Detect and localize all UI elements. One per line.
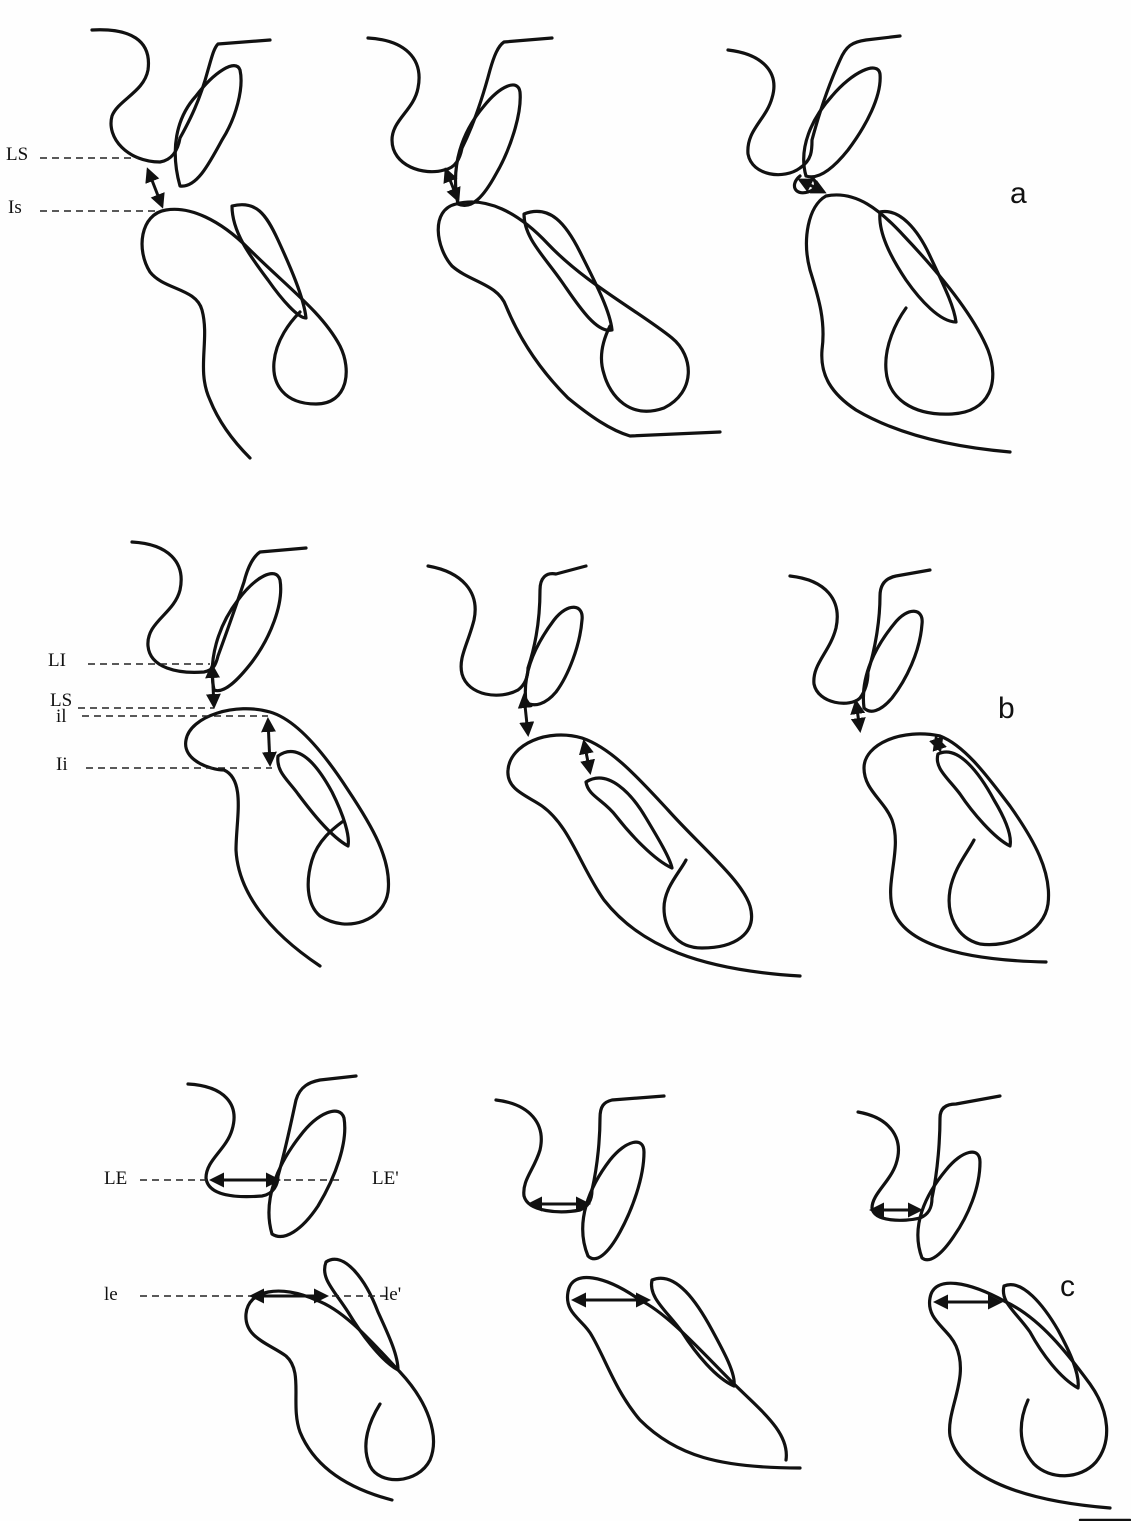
row-a: LS Is a: [6, 30, 1027, 458]
profile-b2: [428, 566, 800, 976]
label-il-b: il: [56, 706, 67, 727]
profile-b1: LI LS il Ii: [48, 542, 389, 966]
label-le-prime-c: LE': [372, 1168, 399, 1189]
row-label-b: b: [998, 692, 1015, 725]
label-le-c: LE: [104, 1168, 127, 1189]
row-label-c: c: [1060, 1270, 1075, 1303]
profile-b3: [790, 570, 1049, 962]
label-ls-a: LS: [6, 144, 28, 165]
label-ii-b: Ii: [56, 754, 68, 775]
label-le-lower-prime-c: le': [384, 1284, 401, 1305]
label-is-a: Is: [8, 197, 22, 218]
profile-a1: LS Is: [6, 30, 346, 458]
label-le-lower-c: le: [104, 1284, 118, 1305]
row-c: LE LE' le le' c: [104, 1076, 1110, 1508]
label-li-b: LI: [48, 650, 66, 671]
profile-a3: [728, 36, 1010, 452]
profile-c2: [496, 1096, 800, 1468]
row-b: LI LS il Ii b: [48, 542, 1049, 976]
row-label-a: a: [1010, 177, 1027, 210]
profile-a2: [368, 38, 720, 436]
profile-c1: LE LE' le le': [104, 1076, 433, 1500]
